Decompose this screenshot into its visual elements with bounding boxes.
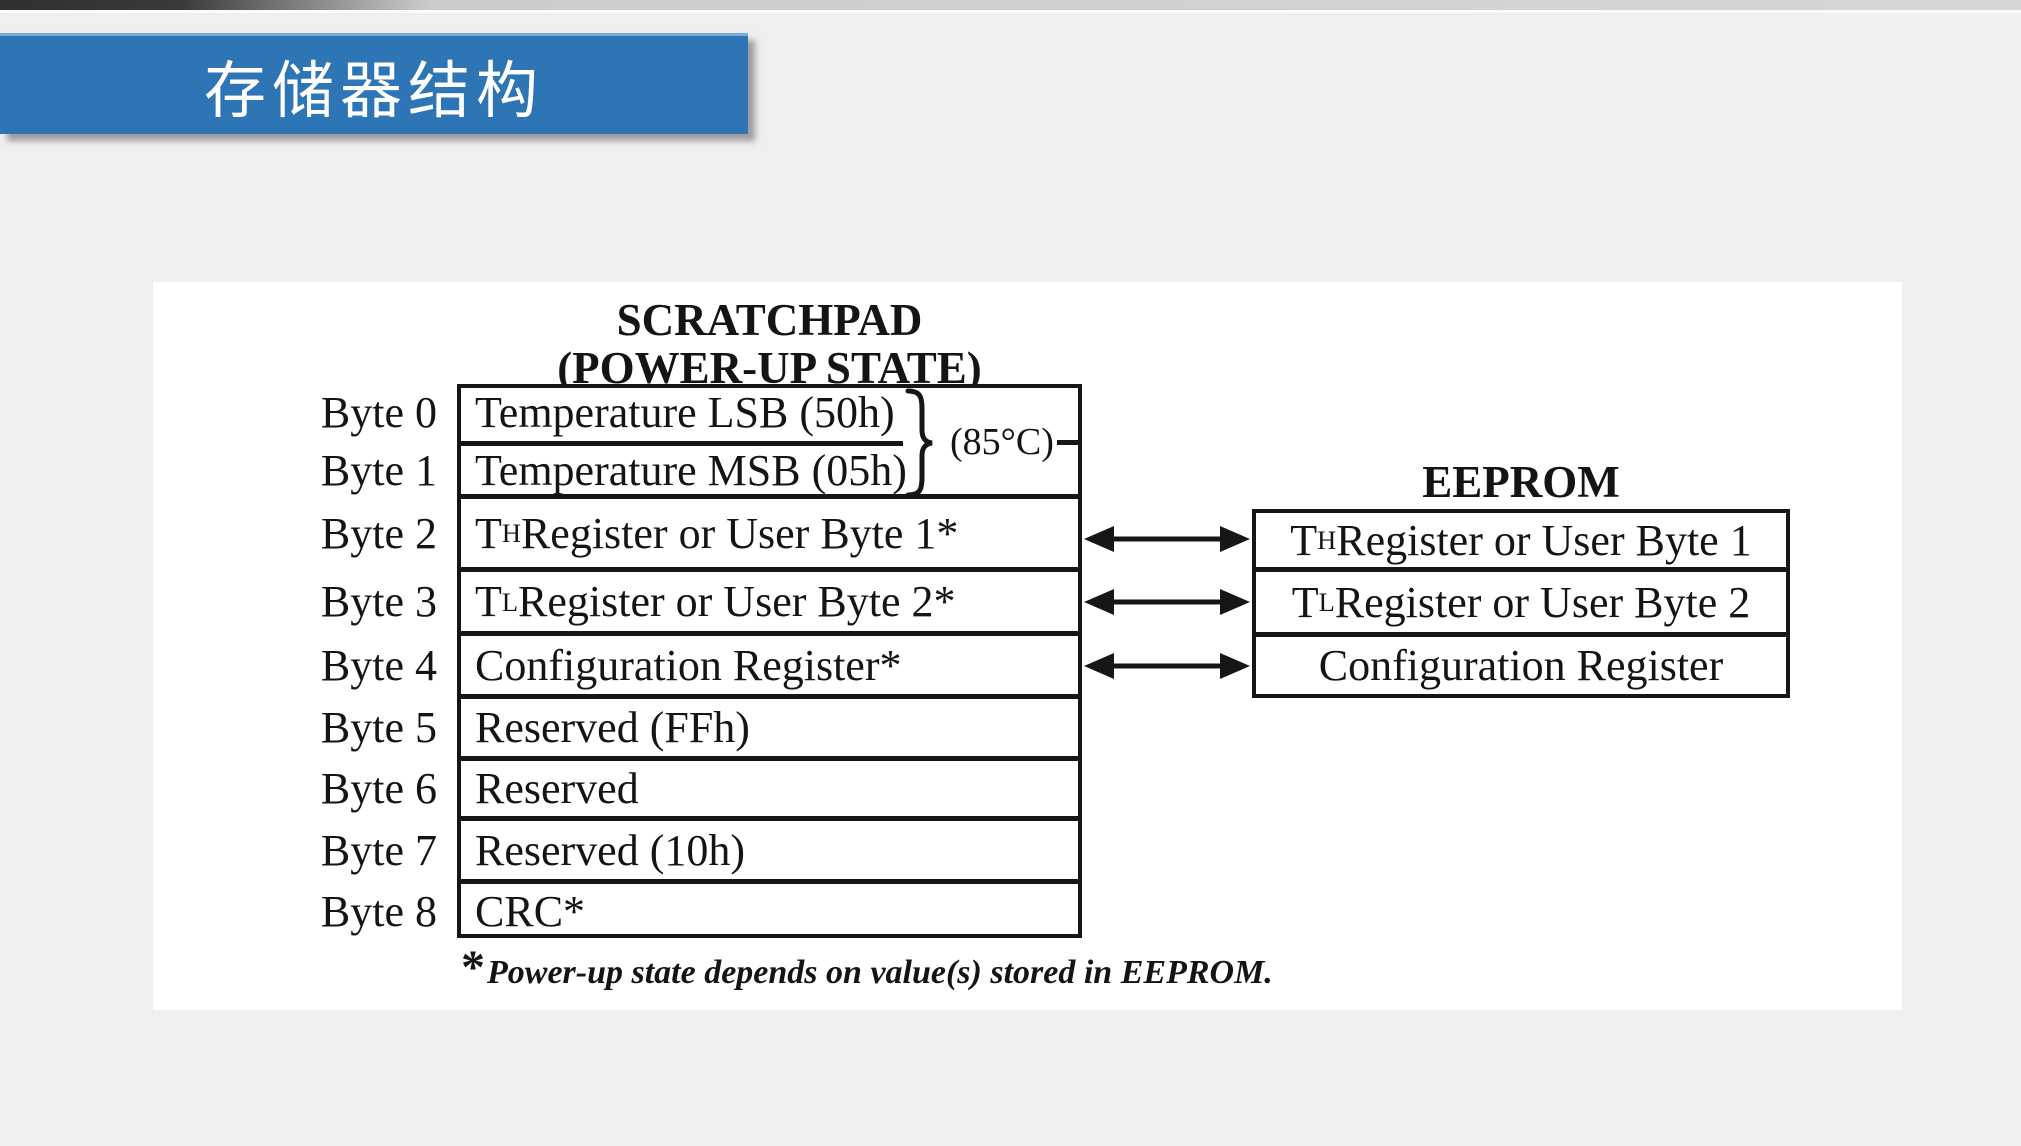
eeprom-table <box>1252 509 1790 698</box>
bidirectional-arrow-icon <box>1084 526 1250 552</box>
eeprom-heading: EEPROM <box>1422 457 1620 507</box>
row-text: Temperature LSB (50h) <box>475 388 895 437</box>
scratchpad-row: Reserved (10h) <box>475 821 1055 879</box>
scratchpad-heading-line1: SCRATCHPAD <box>616 295 923 345</box>
byte-label: Byte 1 <box>320 445 437 495</box>
row-text: Register or User Byte 2 <box>1334 577 1751 627</box>
eeprom-divider <box>1252 632 1790 637</box>
eeprom-divider <box>1252 567 1790 572</box>
scratchpad-table <box>457 384 1082 938</box>
row-text: Register or User Byte 1* <box>520 508 959 558</box>
row-text: Reserved (10h) <box>475 825 746 875</box>
scratchpad-divider <box>457 816 1082 821</box>
byte-label: Byte 3 <box>320 577 437 626</box>
title-banner: 存储器结构 <box>0 33 748 134</box>
top-edge-strip <box>0 0 2021 13</box>
scratchpad-divider <box>457 631 1082 636</box>
scratchpad-row: Temperature LSB (50h) <box>475 384 1055 441</box>
byte-label: Byte 2 <box>320 508 437 558</box>
scratchpad-divider <box>457 694 1082 699</box>
byte-label: Byte 6 <box>320 764 437 813</box>
row-text: Register or User Byte 2* <box>518 577 956 626</box>
byte-label: Byte 8 <box>320 886 437 936</box>
row-text: Configuration Register* <box>475 640 902 690</box>
annotation-connector-line <box>1057 440 1082 445</box>
bidirectional-arrow-icon <box>1084 653 1250 679</box>
footnote: * Power-up state depends on value(s) sto… <box>461 944 1273 992</box>
footnote-text: Power-up state depends on value(s) store… <box>487 954 1273 991</box>
byte-label: Byte 7 <box>320 825 437 875</box>
row-text: Temperature MSB (05h) <box>475 445 907 495</box>
row-text: T <box>1291 577 1319 627</box>
scratchpad-divider-partial <box>457 441 903 446</box>
row-text: T <box>475 508 502 558</box>
row-text: T <box>1290 515 1318 565</box>
row-text: Configuration Register <box>1318 641 1724 690</box>
scratchpad-divider <box>457 879 1082 884</box>
footnote-asterisk: * <box>461 941 485 994</box>
diagram-panel: SCRATCHPAD (POWER-UP STATE) Byte 0 Byte … <box>153 282 1902 1010</box>
scratchpad-divider <box>457 494 1082 499</box>
curly-brace-icon <box>905 388 933 498</box>
bidirectional-arrow-icon <box>1084 589 1250 615</box>
scratchpad-row: Temperature MSB (05h) <box>475 445 1055 495</box>
row-text: Register or User Byte 1 <box>1336 515 1752 565</box>
scratchpad-divider <box>457 756 1082 761</box>
scratchpad-row: Configuration Register* <box>475 636 1055 694</box>
byte-label: Byte 5 <box>320 703 437 752</box>
eeprom-row: Configuration Register <box>1252 637 1790 694</box>
scratchpad-row: Reserved <box>475 761 1055 816</box>
row-text: Reserved (FFh) <box>475 703 750 752</box>
page-title: 存储器结构 <box>203 57 544 126</box>
byte-label: Byte 0 <box>320 388 437 437</box>
byte-label: Byte 4 <box>320 640 437 690</box>
scratchpad-divider <box>457 567 1082 572</box>
row-text: CRC* <box>475 886 586 936</box>
scratchpad-row: CRC* <box>475 884 1055 938</box>
scratchpad-row: Reserved (FFh) <box>475 699 1055 756</box>
temperature-annotation: (85°C) <box>950 421 1054 463</box>
row-text: Reserved <box>475 764 639 813</box>
row-text: T <box>475 577 502 626</box>
